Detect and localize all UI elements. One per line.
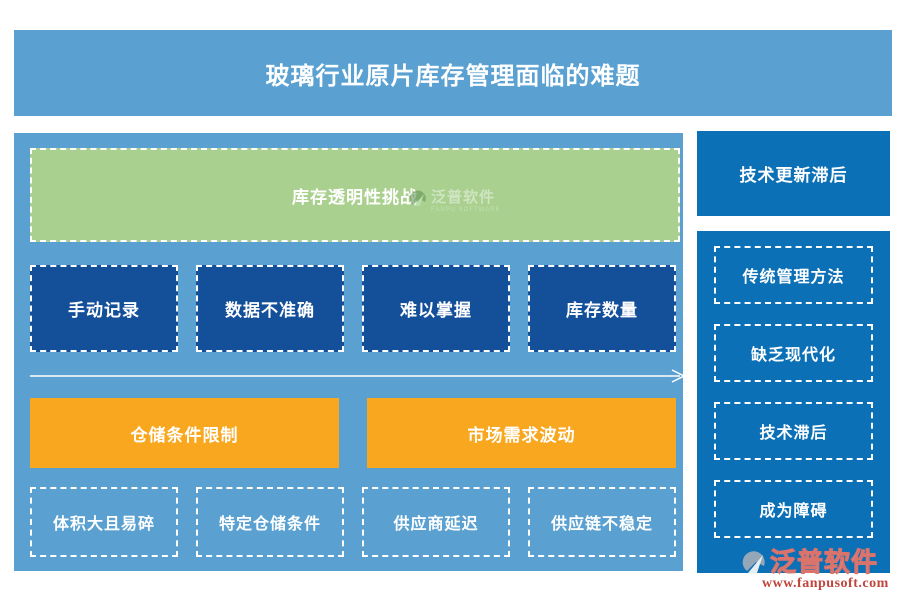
watermark-center-brand: 泛普软件 bbox=[431, 189, 496, 206]
title-banner: 玻璃行业原片库存管理面临的难题 bbox=[14, 30, 892, 116]
side-item-label: 传统管理方法 bbox=[742, 269, 845, 286]
detail-box-unstable-supply-chain: 供应链不稳定 bbox=[528, 487, 676, 557]
detail-box-specific-storage: 特定仓储条件 bbox=[196, 487, 344, 557]
factor-label: 数据不准确 bbox=[225, 301, 315, 320]
side-item-label: 缺乏现代化 bbox=[750, 347, 836, 364]
watermark-center: 泛普软件 FANPU SOFTWARE bbox=[410, 190, 500, 213]
factor-row: 手动记录 数据不准确 难以掌握 库存数量 bbox=[30, 265, 676, 352]
factor-box-manual-record: 手动记录 bbox=[30, 265, 178, 352]
flow-arrow bbox=[30, 369, 686, 383]
watermark-corner-url: www.fanpusoft.com bbox=[762, 576, 889, 591]
factor-box-inventory-quantity: 库存数量 bbox=[528, 265, 676, 352]
cause-row: 仓储条件限制 市场需求波动 bbox=[30, 398, 676, 468]
factor-label: 手动记录 bbox=[68, 301, 140, 320]
side-panel: 传统管理方法 缺乏现代化 技术滞后 成为障碍 bbox=[697, 231, 890, 573]
factor-box-inaccurate-data: 数据不准确 bbox=[196, 265, 344, 352]
factor-box-hard-to-grasp: 难以掌握 bbox=[362, 265, 510, 352]
factor-label: 库存数量 bbox=[566, 301, 638, 320]
detail-box-supplier-delay: 供应商延迟 bbox=[362, 487, 510, 557]
detail-label: 供应商延迟 bbox=[393, 516, 479, 533]
side-header-box-tech-update-lag: 技术更新滞后 bbox=[697, 131, 890, 216]
side-item-label: 成为障碍 bbox=[759, 503, 828, 520]
challenge-box: 库存透明性挑战 泛普软件 FANPU SOFTWARE bbox=[30, 148, 680, 242]
side-item-technology-lag: 技术滞后 bbox=[714, 402, 873, 460]
side-item-lack-of-modernization: 缺乏现代化 bbox=[714, 324, 873, 382]
detail-label: 体积大且易碎 bbox=[52, 516, 155, 533]
challenge-label: 库存透明性挑战 bbox=[292, 187, 418, 207]
side-header-label: 技术更新滞后 bbox=[739, 166, 848, 185]
cause-label: 市场需求波动 bbox=[467, 425, 576, 445]
inventory-challenges-panel: 库存透明性挑战 泛普软件 FANPU SOFTWARE 手动记录 数据不准确 难… bbox=[14, 133, 686, 571]
cause-box-storage-constraints: 仓储条件限制 bbox=[30, 398, 339, 468]
side-item-label: 技术滞后 bbox=[759, 425, 828, 442]
detail-box-bulky-fragile: 体积大且易碎 bbox=[30, 487, 178, 557]
detail-label: 供应链不稳定 bbox=[550, 516, 653, 533]
page-title: 玻璃行业原片库存管理面临的难题 bbox=[265, 62, 641, 90]
detail-row: 体积大且易碎 特定仓储条件 供应商延迟 供应链不稳定 bbox=[30, 487, 676, 557]
factor-label: 难以掌握 bbox=[400, 301, 472, 320]
side-item-becomes-obstacle: 成为障碍 bbox=[714, 480, 873, 538]
watermark-center-sub: FANPU SOFTWARE bbox=[431, 207, 501, 213]
detail-label: 特定仓储条件 bbox=[218, 516, 321, 533]
cause-label: 仓储条件限制 bbox=[130, 425, 239, 445]
side-item-traditional-methods: 传统管理方法 bbox=[714, 246, 873, 304]
cause-box-market-demand-fluctuation: 市场需求波动 bbox=[367, 398, 676, 468]
